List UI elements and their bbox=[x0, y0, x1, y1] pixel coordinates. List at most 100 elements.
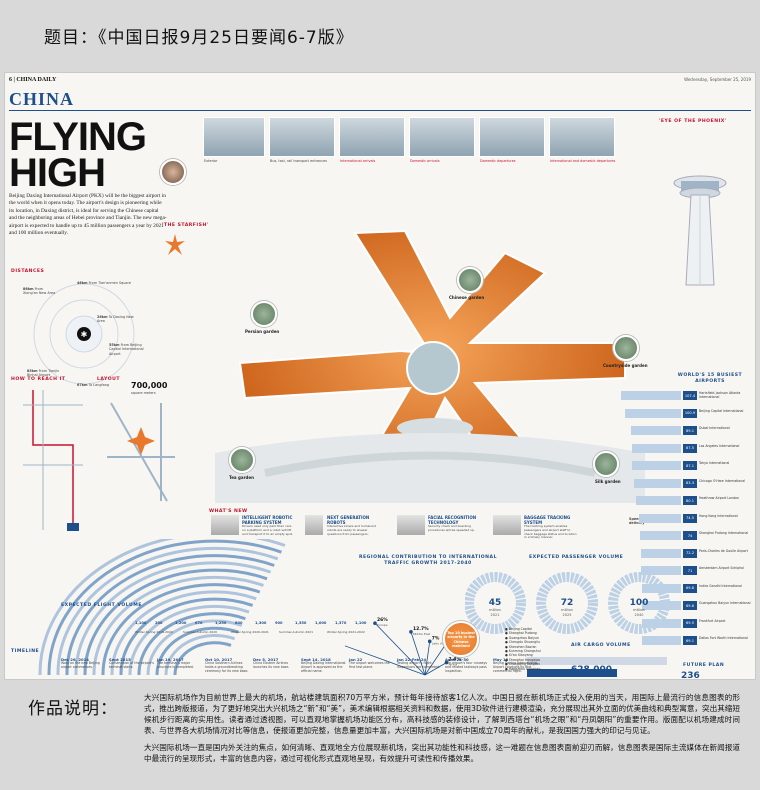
timeline-date: Dec 5, 2017 bbox=[253, 657, 279, 662]
regional-value: 26% bbox=[377, 617, 388, 623]
passenger-year: 2021 bbox=[491, 613, 500, 617]
floor-photo-3-label: International arrivals bbox=[340, 159, 376, 163]
busiest-name: Frankfurt Airport bbox=[699, 618, 726, 623]
persian-garden-label: Persian garden bbox=[245, 329, 280, 334]
distance-tianamen: 46km From Tian'anmen Square bbox=[77, 281, 131, 285]
busiest-name: Indira Gandhi International bbox=[699, 583, 742, 588]
distance-capital: 55km From Beijing Capital International … bbox=[109, 343, 149, 356]
busiest-value: 83.3 bbox=[683, 478, 697, 488]
chinese-garden-label: Chinese garden bbox=[449, 295, 485, 300]
baggage-icon bbox=[493, 515, 521, 535]
busiest-name: Amsterdam Airport Schiphol bbox=[699, 566, 744, 570]
headline-line1: FLYING bbox=[9, 115, 147, 159]
terminal-rendering bbox=[215, 229, 645, 503]
timeline-text: Beijing Daxing International Airport con… bbox=[493, 661, 538, 673]
tea-garden-label: Tea garden bbox=[229, 475, 254, 480]
flight-arc bbox=[155, 626, 239, 676]
passenger-value: 45 bbox=[489, 598, 502, 608]
distance-text: From Tianjin Binhai Airport bbox=[27, 369, 60, 378]
flight-arc bbox=[74, 561, 272, 676]
distance-value: 55km bbox=[109, 343, 120, 347]
distances-title: DISTANCES bbox=[11, 269, 45, 274]
passenger-title: EXPECTED PASSENGER VOLUME bbox=[529, 555, 624, 560]
busiest-value: 71 bbox=[683, 566, 697, 575]
top10-label: Top 10 busiest airports in the Chinese m… bbox=[447, 631, 475, 649]
floor-photo-5-label: Domestic departures bbox=[480, 159, 516, 163]
distance-value: 86km bbox=[23, 287, 34, 291]
flight-value: 1,100 bbox=[135, 621, 147, 625]
regional-ray bbox=[424, 641, 431, 676]
flight-value: 1,350 bbox=[295, 621, 307, 625]
floor-photo-5: Domestic departures bbox=[479, 117, 545, 163]
parking-robot-card: INTELLIGENT ROBOTIC PARKING SYSTEM Drive… bbox=[211, 515, 295, 543]
distance-rings: ✱ bbox=[33, 283, 135, 385]
flight-arc bbox=[164, 634, 236, 676]
newspaper-poster: 6 | CHINA DAILY Wednesday, September 25,… bbox=[4, 72, 756, 680]
passenger-unit: million bbox=[489, 608, 501, 612]
regional-ray bbox=[424, 643, 447, 676]
busiest-bar bbox=[621, 391, 681, 400]
floor-photo-6-label: International and domestic departures bbox=[550, 159, 616, 163]
timeline-text: Work on the new Beijing airport commence… bbox=[61, 661, 100, 669]
china-airport: ● Chengdu Shuangliu bbox=[505, 640, 540, 645]
passenger-unit: million bbox=[561, 608, 573, 612]
robot-icon bbox=[305, 515, 323, 535]
distance-value: 26km bbox=[97, 315, 108, 319]
china-airport: ● Hangzhou Xiaoshan bbox=[505, 666, 541, 671]
flight-period: Winter-Spring 2021-2022 bbox=[327, 630, 365, 634]
tea-garden-photo bbox=[229, 447, 255, 473]
flight-arc bbox=[119, 597, 254, 676]
china-airport: ● Kunming Changshui bbox=[505, 649, 541, 654]
flight-arc bbox=[137, 612, 246, 676]
passenger-donut bbox=[608, 572, 670, 634]
passenger-value: 100 bbox=[630, 598, 649, 608]
regional-label: Latin America bbox=[432, 641, 453, 645]
china-airport: ● Shanghai Hongqiao bbox=[505, 657, 540, 662]
face-scan-icon bbox=[397, 515, 425, 535]
floor-photo-2-label: Bus, taxi, rail transport entrances bbox=[270, 159, 327, 163]
flight-value: 900 bbox=[275, 621, 283, 625]
timeline-date: Sept 14, 2018 bbox=[301, 657, 331, 662]
persian-garden-photo bbox=[251, 301, 277, 327]
china-airport: ● Beijing Capital bbox=[505, 627, 532, 631]
card-body: Drivers need only park their cars on a p… bbox=[242, 524, 294, 536]
flight-value: 670 bbox=[195, 621, 203, 625]
flight-value: 1,370 bbox=[335, 621, 347, 625]
regional-ray bbox=[424, 662, 447, 676]
floor-photo-4: Domestic arrivals bbox=[409, 117, 475, 163]
china-airport: ● Chongqing Jiangbei bbox=[505, 662, 540, 667]
china-airport: ● Xi'an Xianyang bbox=[505, 653, 533, 658]
divider bbox=[9, 110, 751, 111]
how-to-reach-title: HOW TO REACH IT bbox=[11, 377, 66, 382]
architect-portrait bbox=[160, 159, 186, 185]
distance-xiongan: 86km From Xiong'an New Area bbox=[23, 287, 57, 296]
chinese-garden-photo bbox=[457, 267, 483, 293]
regional-label: Europe bbox=[377, 623, 388, 627]
timeline-date: April 28-30 bbox=[445, 657, 469, 662]
timeline-date: Jan 22-Feb 24 bbox=[397, 657, 427, 662]
future-value-2: 628,000 bbox=[571, 665, 612, 675]
control-tower-illustration bbox=[673, 175, 727, 286]
floor-photo-1-label: Exterior bbox=[204, 159, 218, 163]
passenger-donut bbox=[465, 572, 526, 634]
next-gen-robot-card: NEXT GENERATION ROBOTS Interactive kiosk… bbox=[305, 515, 389, 543]
section-label: CHINA bbox=[9, 89, 75, 109]
busiest-name: Hartsfield-Jackson Atlanta International bbox=[699, 391, 741, 399]
regional-value: 12.7% bbox=[413, 626, 429, 632]
regional-label: Middle East bbox=[413, 632, 431, 636]
busiest-bar bbox=[632, 443, 681, 453]
passenger-year: 2040 bbox=[635, 613, 644, 617]
silk-garden-label: Silk garden bbox=[595, 479, 621, 484]
busiest-bar bbox=[642, 636, 681, 645]
distance-text: To Langfang bbox=[88, 383, 110, 387]
passenger-unit: million bbox=[633, 608, 645, 612]
